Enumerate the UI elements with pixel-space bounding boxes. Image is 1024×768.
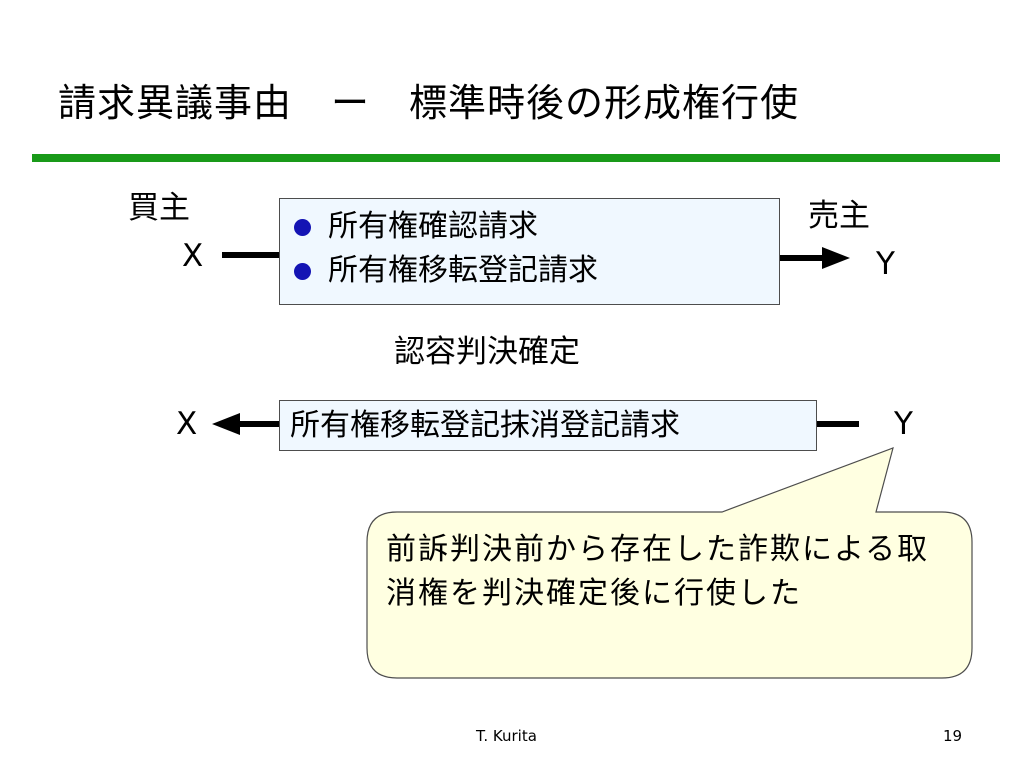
callout-bubble (366, 447, 973, 679)
top-arrow-head (822, 247, 850, 269)
claim-item: 所有権移転登記請求 (294, 249, 779, 293)
party-y-top: Y (876, 246, 895, 282)
callout-text: 前訴判決前から存在した詐欺による取消権を判決確定後に行使した (386, 532, 930, 611)
footer-author: T. Kurita (476, 727, 537, 745)
claim-text: 所有権確認請求 (328, 209, 538, 244)
claim-item: 所有権確認請求 (294, 205, 779, 249)
bullet-dot-icon (294, 218, 311, 236)
seller-label: 売主 (808, 198, 870, 234)
party-x-top: X (182, 238, 204, 274)
party-x-bottom: X (176, 406, 198, 442)
claim-text: 所有権移転登記請求 (328, 253, 598, 288)
counter-claim-box: 所有権移転登記抹消登記請求 (279, 400, 817, 451)
party-y-bottom: Y (894, 406, 913, 442)
bottom-arrow-head (212, 413, 240, 435)
bullet-dot-icon (294, 262, 311, 280)
slide-title: 請求異議事由 ー 標準時後の形成権行使 (58, 81, 800, 125)
page-number: 19 (943, 727, 963, 745)
judgment-label: 認容判決確定 (394, 334, 580, 370)
title-divider (32, 154, 1000, 162)
buyer-label: 買主 (128, 190, 190, 226)
claims-box: 所有権確認請求 所有権移転登記請求 (279, 198, 780, 305)
